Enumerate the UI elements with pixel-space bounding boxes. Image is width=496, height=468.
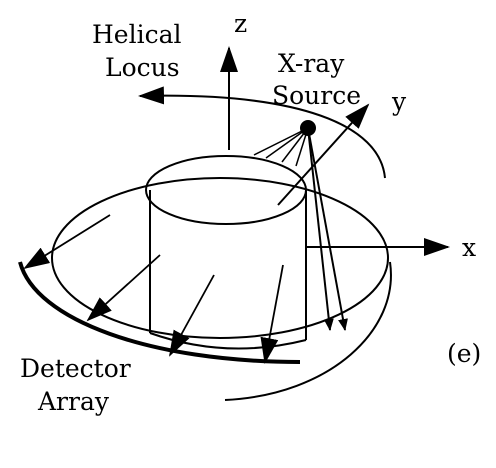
detector-array-label-line2: Array [37,387,110,416]
helical-locus-label-line1: Helical [92,20,182,49]
scanned-object-cylinder [145,155,307,350]
helical-path-upper [138,86,386,179]
helical-path-lower [224,261,392,401]
xray-source-label-line1: X-ray [278,49,345,78]
x-axis-label: x [462,233,476,262]
z-axis-label: z [234,9,247,38]
helical-locus-label-line2: Locus [105,53,180,82]
helical-locus-ring [51,177,389,339]
detector-array-arc [18,261,301,364]
projection-rays [23,214,284,364]
detector-array-label-line1: Detector [20,354,131,383]
y-axis-label: y [391,87,407,116]
xray-fan-beam [253,127,348,331]
panel-label: (e) [447,339,481,368]
xray-source-label-line2: Source [272,81,361,110]
y-axis-arrow [277,103,370,206]
